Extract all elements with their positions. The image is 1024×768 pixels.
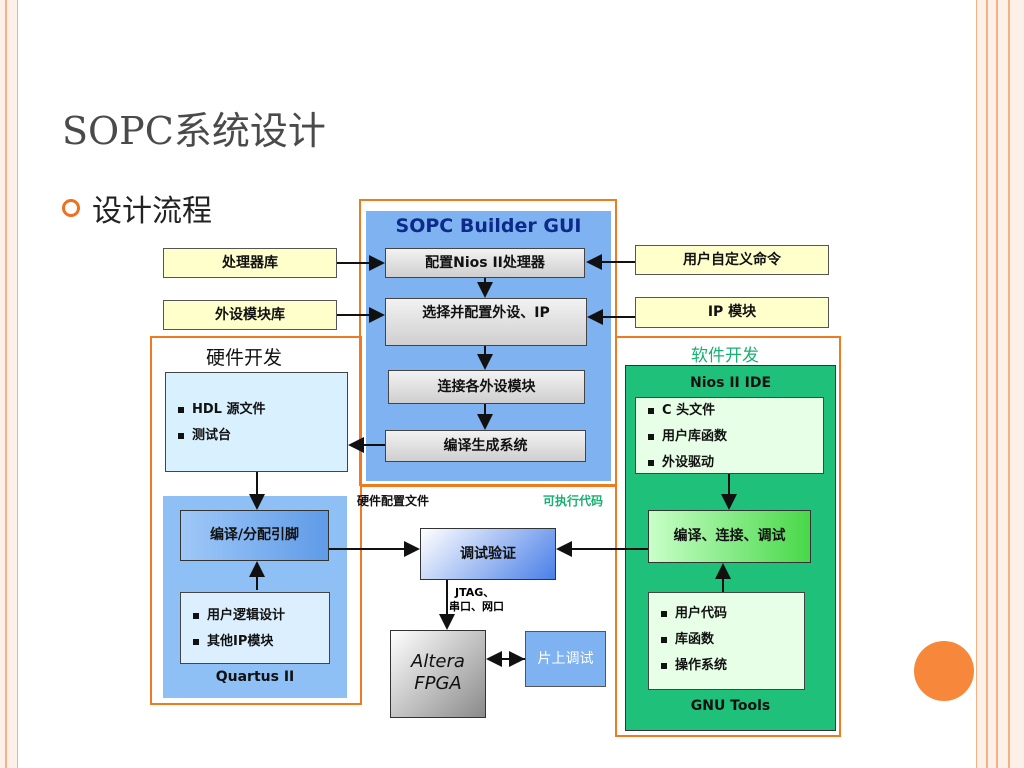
periph-driver-item: 外设驱动: [646, 450, 823, 476]
user-logic-box: 用户逻辑设计 其他IP模块: [180, 592, 330, 664]
hardware-dev-label: 硬件开发: [206, 347, 283, 369]
bullet-text: 设计流程: [92, 194, 212, 229]
testbench-item: 测试台: [176, 423, 347, 449]
lib-func-item: 库函数: [659, 627, 804, 653]
peripheral-library-box: 外设模块库: [163, 300, 337, 330]
other-ip-item: 其他IP模块: [191, 629, 329, 655]
software-frame: [615, 336, 841, 737]
compile-pin-box: 编译/分配引脚: [180, 510, 329, 561]
hdl-source-item: HDL 源文件: [176, 397, 347, 423]
frame-divider: [360, 485, 616, 487]
user-code-item: 用户代码: [659, 601, 804, 627]
user-code-box: 用户代码 库函数 操作系统: [648, 592, 805, 690]
ip-module-box: IP 模块: [635, 297, 829, 328]
hardware-frame: [150, 336, 362, 705]
right-border-line: [986, 0, 988, 768]
right-border-line: [996, 0, 998, 768]
serial-port-label: 串口、网口: [449, 600, 504, 613]
processor-library-box: 处理器库: [163, 248, 337, 278]
slide-title: SOPC系统设计: [62, 109, 326, 153]
connect-modules-box: 连接各外设模块: [388, 370, 585, 404]
compile-generate-box: 编译生成系统: [385, 430, 586, 462]
left-border-decoration: [0, 0, 18, 768]
right-border-decoration: [976, 0, 1024, 768]
compile-link-debug-box: 编译、连接、调试: [648, 510, 811, 563]
user-logic-item: 用户逻辑设计: [191, 603, 329, 629]
bullet-icon: [62, 199, 80, 217]
altera-fpga-box: Altera FPGA: [390, 630, 486, 718]
fpga-label: FPGA: [414, 673, 462, 694]
sopc-builder-title: SOPC Builder GUI: [395, 215, 582, 237]
c-header-item: C 头文件: [646, 398, 823, 424]
select-periph-box: 选择并配置外设、IP: [385, 298, 587, 346]
software-dev-label: 软件开发: [691, 346, 759, 366]
hdl-source-box: HDL 源文件 测试台: [165, 372, 348, 472]
quartus-label: Quartus II: [215, 669, 295, 685]
user-lib-func-item: 用户库函数: [646, 424, 823, 450]
debug-verify-box: 调试验证: [420, 528, 556, 580]
altera-label: Altera: [411, 651, 465, 672]
c-header-box: C 头文件 用户库函数 外设驱动: [635, 397, 824, 474]
gnu-tools-label: GNU Tools: [690, 698, 771, 714]
executable-code-label: 可执行代码: [543, 494, 604, 508]
onchip-debug-box: 片上调试: [525, 631, 606, 687]
jtag-label: JTAG、: [455, 586, 495, 599]
decorative-circle: [914, 641, 974, 701]
left-border-line: [5, 0, 7, 768]
hw-config-file-label: 硬件配置文件: [357, 494, 430, 508]
right-border-line: [1008, 0, 1010, 768]
nios-ide-title: Nios II IDE: [689, 375, 772, 391]
config-nios-box: 配置Nios II处理器: [385, 248, 585, 278]
os-item: 操作系统: [659, 653, 804, 679]
user-command-box: 用户自定义命令: [635, 245, 829, 275]
